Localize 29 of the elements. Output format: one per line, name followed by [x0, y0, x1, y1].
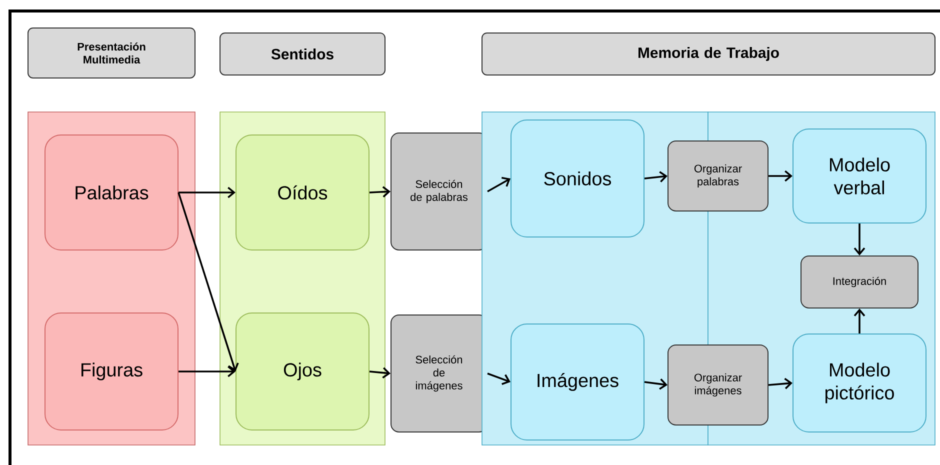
rounded-box: Modelo verbal: [792, 128, 926, 224]
arrow: [854, 308, 866, 334]
rounded-box: Sonidos: [510, 119, 644, 238]
rounded-box: Modelo pictórico: [792, 333, 926, 432]
arrow: [854, 223, 866, 256]
arrow: [644, 378, 668, 390]
process-box: Selección de palabras: [390, 132, 488, 250]
arrow: [487, 176, 510, 192]
arrow: [487, 372, 510, 385]
rounded-box: Imágenes: [510, 323, 644, 440]
arrow: [369, 367, 391, 378]
process-box: Integración: [800, 255, 918, 308]
arrow: [768, 378, 792, 390]
arrow: [644, 171, 668, 182]
process-box: Selección de imágenes: [390, 314, 488, 432]
header-box: Memoria de Trabajo: [482, 32, 936, 76]
rounded-box: Ojos: [236, 312, 370, 430]
rounded-box: Figuras: [44, 312, 178, 430]
arrow: [178, 186, 236, 198]
rounded-box: Palabras: [44, 134, 178, 250]
arrow: [178, 366, 236, 378]
rounded-box: Oídos: [236, 134, 370, 250]
arrow: [369, 186, 391, 198]
arrow: [178, 192, 239, 372]
process-box: Organizar imágenes: [668, 344, 768, 426]
header-box: Presentación Multimedia: [28, 28, 196, 78]
arrow: [768, 170, 792, 182]
process-box: Organizar palabras: [668, 140, 768, 212]
header-box: Sentidos: [220, 32, 386, 76]
